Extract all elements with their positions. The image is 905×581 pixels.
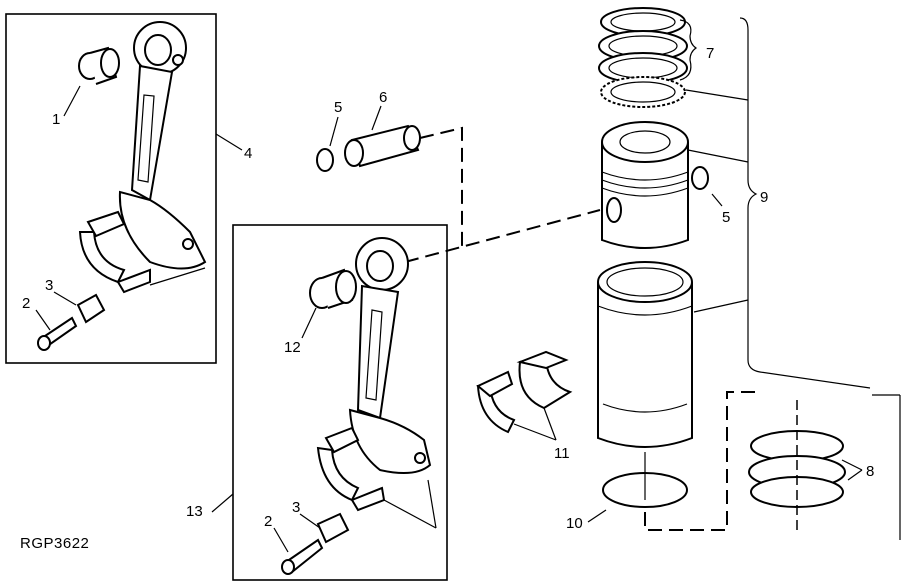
cylinder-liner [597,261,693,448]
rod-nut-3b [316,512,350,544]
snap-ring-5b [691,166,709,190]
callout-10: 10 [566,515,583,532]
liner-seal-10 [602,452,688,508]
rod-cap-screw-2b [281,538,324,575]
liner-o-rings-8 [748,394,901,540]
piston [601,121,689,249]
piston-pin-bushing-1 [78,46,120,85]
rod-bearing-shells-13 [316,426,386,512]
callout-9: 9 [760,189,768,206]
callout-5b: 5 [722,209,730,226]
connecting-rod-13 [348,237,432,475]
callout-2a: 2 [22,295,30,312]
connecting-rod-4 [118,21,207,270]
piston-rings-7 [598,7,688,108]
callout-8: 8 [866,463,874,480]
callout-7: 7 [706,45,714,62]
callout-3b: 3 [292,499,300,516]
callout-4: 4 [244,145,252,162]
callout-6: 6 [379,89,387,106]
callout-3a: 3 [45,277,53,294]
callout-12: 12 [284,339,301,356]
rod-assembly-box-13 [232,224,448,581]
figure-reference: RGP3622 [20,535,89,552]
callout-1: 1 [52,111,60,128]
rod-cap-screw-2a [37,316,78,351]
callout-11: 11 [554,445,570,462]
rod-nut-3a [76,293,106,324]
snap-ring-5a [316,148,334,172]
rod-bearings-11 [476,350,573,434]
callout-13: 13 [186,503,203,520]
rod-assembly-box-4 [5,13,217,364]
rod-bearing-shells-4 [78,210,151,294]
callout-5a: 5 [334,99,342,116]
callout-2b: 2 [264,513,272,530]
piston-pin-6 [344,124,421,168]
piston-pin-bushing-12 [309,268,357,309]
